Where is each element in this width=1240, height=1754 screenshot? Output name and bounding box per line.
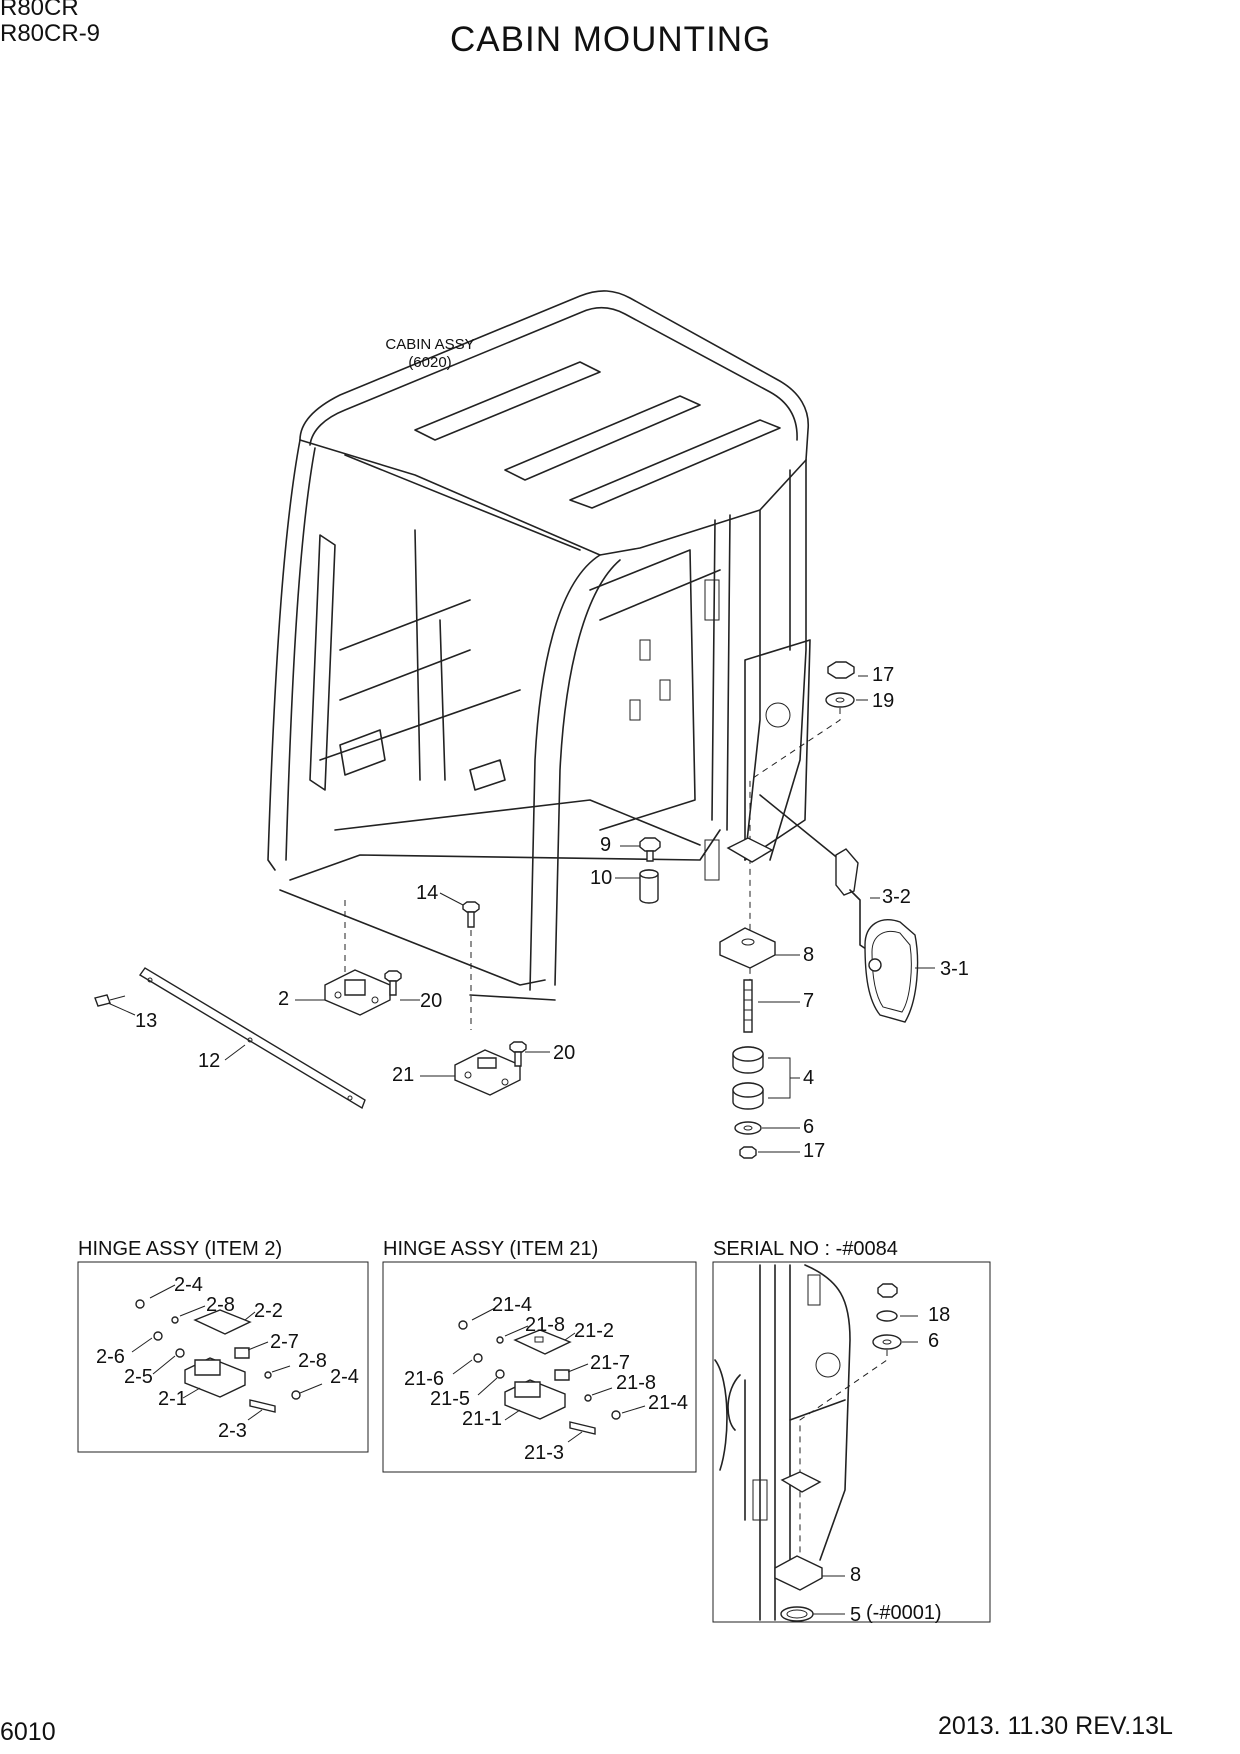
mirror-drawing (759, 794, 935, 1023)
cabin-assy-ref: (6020) (408, 354, 452, 371)
serial-label-18: 18 (928, 1304, 951, 1326)
hinge21-label-21-4-top: 21-4 (492, 1294, 533, 1316)
callout-17-top: 17 (872, 664, 895, 686)
callout-8: 8 (803, 944, 815, 966)
detail-title-serial: SERIAL NO : -#0084 (713, 1238, 898, 1260)
hinge-21-detail-drawing (452, 1307, 646, 1443)
cabin-assy-name: CABIN ASSY (385, 336, 475, 353)
cabin-assy-label: CABIN ASSY (6020) (380, 336, 480, 372)
hinge2-label-2-5: 2-5 (124, 1366, 153, 1388)
detail-title-hinge-21: HINGE ASSY (ITEM 21) (383, 1238, 599, 1260)
hinge2-label-2-3: 2-3 (218, 1420, 247, 1442)
callout-21: 21 (392, 1064, 415, 1086)
page-title: CABIN MOUNTING (450, 20, 772, 59)
mount-hardware (719, 661, 868, 1159)
page-number: 6010 (0, 1718, 56, 1746)
detail-title-hinge-2: HINGE ASSY (ITEM 2) (78, 1238, 283, 1260)
model-label-2: R80CR-9 (0, 20, 101, 47)
callout-19: 19 (872, 690, 895, 712)
hinge21-label-21-8-top: 21-8 (525, 1314, 566, 1336)
hinge21-label-21-1: 21-1 (462, 1408, 503, 1430)
hinge21-label-21-8-right: 21-8 (616, 1372, 657, 1394)
callout-7: 7 (803, 990, 815, 1012)
hinge2-label-2-4-top: 2-4 (174, 1274, 203, 1296)
detail-box-hinge-21-frame (382, 1261, 697, 1473)
hinge2-label-2-2: 2-2 (254, 1300, 283, 1322)
serial-label-8: 8 (850, 1564, 862, 1586)
callout-20-b: 20 (553, 1042, 576, 1064)
hinge21-label-21-5: 21-5 (430, 1388, 471, 1410)
hinge2-label-2-8-top: 2-8 (206, 1294, 235, 1316)
hinge21-label-21-6: 21-6 (404, 1368, 445, 1390)
bolts-spacer (439, 837, 661, 1030)
callout-4: 4 (803, 1067, 815, 1089)
strip-items (94, 967, 366, 1110)
callout-9: 9 (600, 834, 612, 856)
hinge21-label-21-4-right: 21-4 (648, 1392, 689, 1414)
callout-2: 2 (278, 988, 290, 1010)
hinge-items (295, 900, 550, 1096)
hinge-2-detail-drawing (131, 1284, 323, 1421)
callout-3-1: 3-1 (940, 958, 969, 980)
callout-13: 13 (135, 1010, 158, 1032)
serial-detail-drawing (714, 1264, 918, 1622)
hinge2-label-2-8-right: 2-8 (298, 1350, 327, 1372)
detail-box-serial-frame (712, 1261, 991, 1623)
callout-10: 10 (590, 867, 613, 889)
hinge21-label-21-7: 21-7 (590, 1352, 631, 1374)
callout-20-a: 20 (420, 990, 443, 1012)
date-revision: 2013. 11.30 REV.13L (938, 1712, 1173, 1740)
serial-label-5: 5 (850, 1604, 862, 1626)
detail-box-hinge-2-frame (77, 1261, 369, 1453)
callout-12: 12 (198, 1050, 221, 1072)
hinge2-label-2-4-right: 2-4 (330, 1366, 359, 1388)
callout-17-bottom: 17 (803, 1140, 826, 1162)
hinge2-label-2-1: 2-1 (158, 1388, 187, 1410)
callout-14: 14 (416, 882, 439, 904)
hinge2-label-2-6: 2-6 (96, 1346, 125, 1368)
callout-3-2: 3-2 (882, 886, 911, 908)
hinge2-label-2-7: 2-7 (270, 1331, 299, 1353)
serial-label-range: (-#0001) (866, 1602, 942, 1624)
hinge21-label-21-3: 21-3 (524, 1442, 565, 1464)
hinge21-label-21-2: 21-2 (574, 1320, 615, 1342)
model-label-1: R80CR (0, 0, 79, 21)
serial-label-6: 6 (928, 1330, 940, 1352)
cabin-assy-drawing (267, 290, 811, 1001)
callout-6: 6 (803, 1116, 815, 1138)
